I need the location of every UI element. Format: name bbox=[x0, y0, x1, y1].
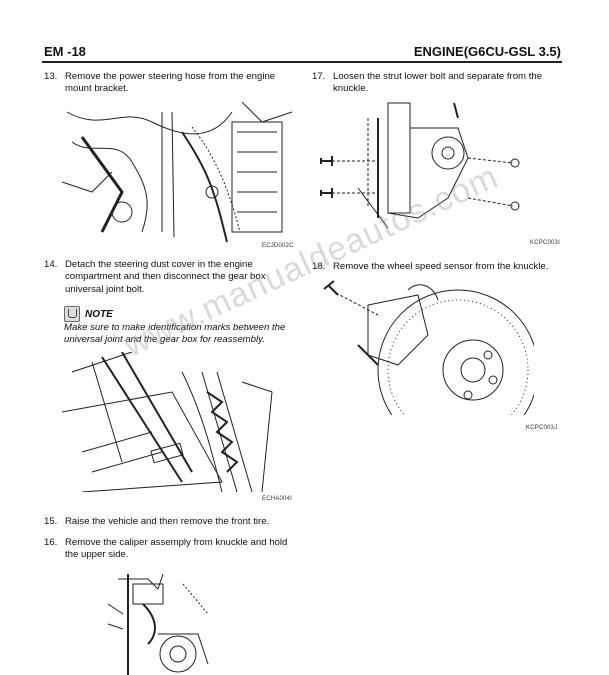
step-text: Loosen the strut lower bolt and separate… bbox=[333, 71, 543, 95]
step-number: 17. bbox=[312, 71, 326, 82]
note-heading: NOTE bbox=[64, 306, 113, 322]
step-text: Remove the power steering hose from the … bbox=[65, 71, 276, 95]
figure-steering-universal-joint bbox=[62, 352, 294, 492]
step-17: 17. Loosen the strut lower bolt and sepa… bbox=[312, 71, 564, 96]
section-title: ENGINE(G6CU-GSL 3.5) bbox=[413, 44, 561, 59]
step-14: 14. Detach the steering dust cover in th… bbox=[44, 259, 296, 296]
step-text: Remove the caliper assemply from knuckle… bbox=[65, 537, 288, 561]
step-text: Remove the wheel speed sensor from the k… bbox=[333, 261, 549, 272]
note-title: NOTE bbox=[85, 308, 113, 320]
step-number: 14. bbox=[44, 259, 58, 270]
figure-code: KCPC003I bbox=[530, 240, 560, 246]
figure-wheel-speed-sensor bbox=[308, 275, 534, 415]
figure-code: ECHA004I bbox=[262, 496, 292, 502]
figure-code: KCPC003J bbox=[526, 425, 558, 431]
figure-caliper-assembly bbox=[98, 574, 228, 675]
step-18: 18. Remove the wheel speed sensor from t… bbox=[312, 261, 564, 273]
header-rule bbox=[42, 61, 562, 63]
step-number: 15. bbox=[44, 516, 58, 527]
step-text: Raise the vehicle and then remove the fr… bbox=[65, 516, 270, 527]
figure-power-steering-hose bbox=[62, 102, 294, 244]
note-text: Make sure to make identification marks b… bbox=[64, 322, 286, 346]
step-15: 15. Raise the vehicle and then remove th… bbox=[44, 516, 296, 528]
step-number: 18. bbox=[312, 261, 326, 272]
step-number: 13. bbox=[44, 71, 58, 82]
step-13: 13. Remove the power steering hose from … bbox=[44, 71, 296, 96]
page-number: EM -18 bbox=[44, 44, 86, 59]
figure-strut-lower-bolt bbox=[318, 98, 524, 234]
step-text: Detach the steering dust cover in the en… bbox=[65, 259, 266, 295]
note-icon bbox=[64, 306, 80, 322]
step-number: 16. bbox=[44, 537, 58, 548]
step-16: 16. Remove the caliper assemply from knu… bbox=[44, 537, 296, 562]
figure-code: ECJD002C bbox=[262, 243, 294, 249]
